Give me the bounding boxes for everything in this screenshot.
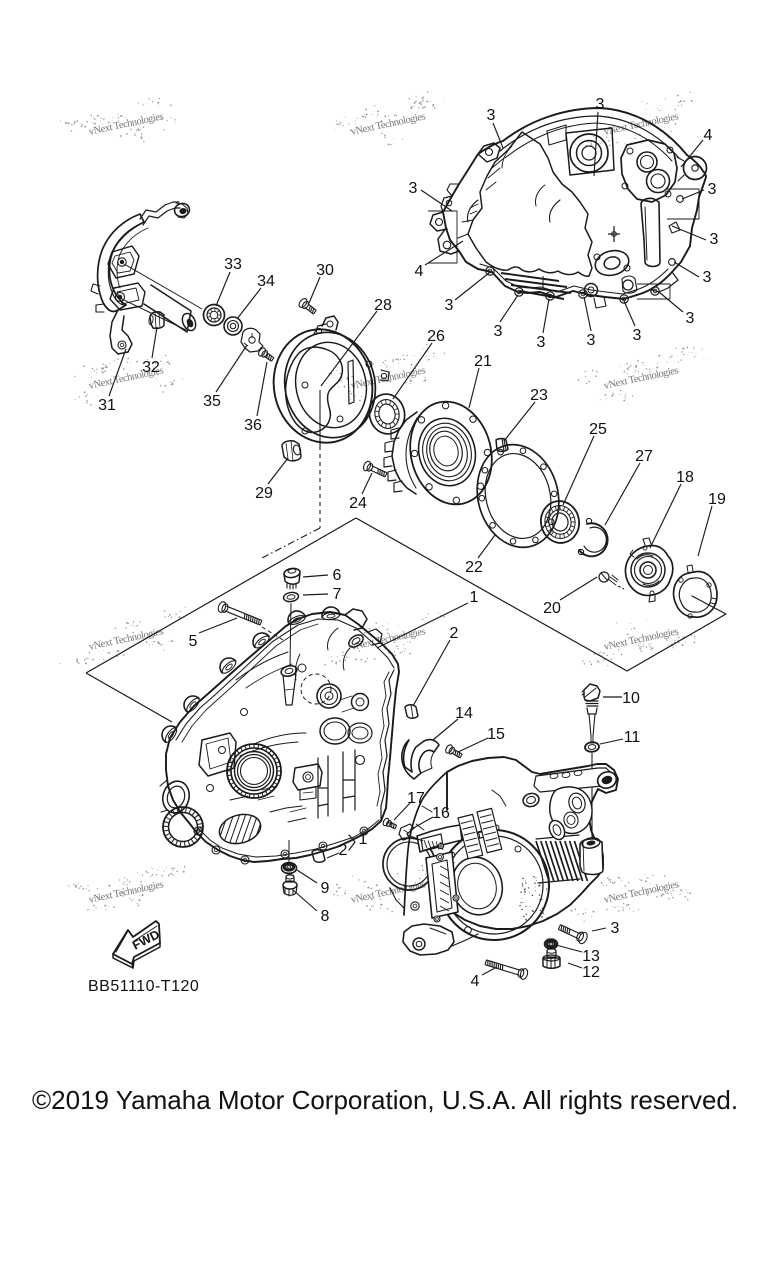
svg-text:1: 1 [359, 831, 368, 848]
svg-text:11: 11 [624, 729, 641, 746]
svg-text:5: 5 [189, 633, 198, 650]
svg-text:3: 3 [445, 297, 454, 314]
svg-text:35: 35 [203, 393, 221, 410]
svg-text:2: 2 [339, 842, 348, 859]
svg-text:3: 3 [537, 334, 546, 351]
svg-text:34: 34 [257, 273, 275, 290]
svg-text:16: 16 [432, 805, 450, 822]
svg-text:3: 3 [611, 920, 620, 937]
svg-text:7: 7 [333, 586, 342, 603]
svg-text:19: 19 [708, 491, 726, 508]
svg-text:36: 36 [244, 417, 262, 434]
svg-text:23: 23 [530, 387, 548, 404]
svg-text:33: 33 [224, 256, 242, 273]
svg-text:3: 3 [596, 96, 605, 113]
svg-text:25: 25 [589, 421, 607, 438]
svg-text:29: 29 [255, 485, 273, 502]
svg-text:3: 3 [710, 231, 719, 248]
svg-text:3: 3 [494, 323, 503, 340]
svg-text:3: 3 [633, 327, 642, 344]
svg-text:17: 17 [407, 790, 425, 807]
svg-text:10: 10 [622, 690, 640, 707]
svg-text:4: 4 [704, 127, 713, 144]
svg-text:©2019 Yamaha Motor Corporation: ©2019 Yamaha Motor Corporation, U.S.A. A… [32, 1085, 738, 1115]
svg-text:21: 21 [474, 353, 492, 370]
svg-text:31: 31 [98, 397, 116, 414]
svg-text:9: 9 [321, 880, 330, 897]
svg-text:4: 4 [415, 263, 424, 280]
svg-text:18: 18 [676, 469, 694, 486]
svg-text:12: 12 [582, 964, 600, 981]
svg-text:3: 3 [587, 332, 596, 349]
svg-text:3: 3 [487, 107, 496, 124]
svg-text:22: 22 [465, 559, 483, 576]
svg-text:28: 28 [374, 297, 392, 314]
svg-text:6: 6 [333, 567, 342, 584]
svg-text:3: 3 [708, 181, 717, 198]
svg-text:27: 27 [635, 448, 653, 465]
svg-text:26: 26 [427, 328, 445, 345]
svg-text:15: 15 [487, 726, 505, 743]
svg-text:3: 3 [703, 269, 712, 286]
svg-text:8: 8 [321, 908, 330, 925]
svg-text:20: 20 [543, 600, 561, 617]
svg-text:BB51110-T120: BB51110-T120 [88, 978, 199, 995]
svg-text:2: 2 [450, 625, 459, 642]
svg-text:13: 13 [582, 948, 600, 965]
svg-text:14: 14 [455, 705, 473, 722]
svg-text:32: 32 [142, 359, 160, 376]
svg-text:30: 30 [316, 262, 334, 279]
svg-text:24: 24 [349, 495, 367, 512]
svg-text:4: 4 [471, 973, 480, 990]
svg-text:3: 3 [409, 180, 418, 197]
svg-text:3: 3 [686, 310, 695, 327]
svg-text:1: 1 [470, 589, 479, 606]
